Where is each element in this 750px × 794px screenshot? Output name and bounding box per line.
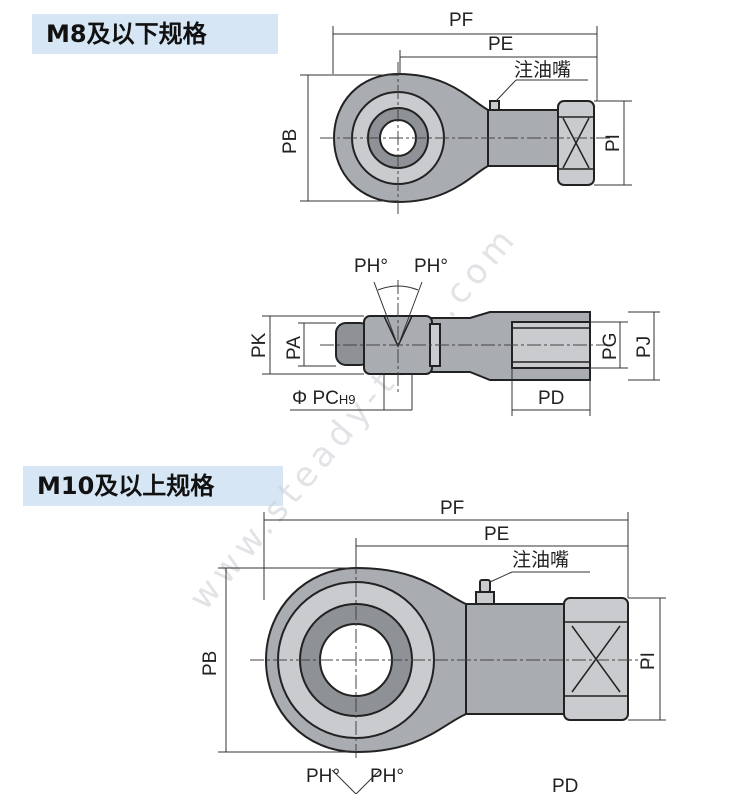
small-top-dimensions: PF PE PB PI 注油嘴 bbox=[280, 10, 632, 202]
small-rod-end-top-view bbox=[320, 62, 610, 214]
label-oil-nipple-small: 注油嘴 bbox=[514, 59, 571, 81]
dim-pe-small: PE bbox=[488, 34, 513, 55]
dim-pi-small: PI bbox=[603, 134, 624, 152]
dim-pf-small: PF bbox=[449, 10, 473, 31]
dim-ph-left-large: PH° bbox=[306, 766, 340, 787]
heading-large-spec: M10及以上规格 bbox=[23, 466, 283, 506]
dim-pi-large: PI bbox=[638, 652, 659, 670]
large-side-view-partial: PH° PH° PD bbox=[306, 766, 578, 794]
dim-pj-small: PJ bbox=[634, 336, 655, 358]
heading-small-spec: M8及以下规格 bbox=[32, 14, 278, 54]
dim-pa-small: PA bbox=[284, 336, 305, 360]
large-rod-end-top-view bbox=[250, 560, 650, 760]
dim-pf-large: PF bbox=[440, 498, 464, 519]
watermark: www.steady-tech.com bbox=[181, 217, 526, 617]
dim-pb-large: PB bbox=[200, 651, 221, 676]
dim-pd-small: PD bbox=[538, 388, 564, 409]
label-oil-nipple-large: 注油嘴 bbox=[512, 549, 569, 571]
dim-pk-small: PK bbox=[249, 332, 270, 358]
dim-pc-small: Φ PCH9 bbox=[292, 388, 355, 409]
dim-pd-large: PD bbox=[552, 776, 578, 794]
dim-ph-right-large: PH° bbox=[370, 766, 404, 787]
dim-ph-right-small: PH° bbox=[414, 256, 448, 277]
large-top-dimensions: PF PE PB PI 注油嘴 bbox=[200, 498, 666, 753]
dim-pg-small: PG bbox=[600, 333, 621, 360]
small-rod-end-side-view bbox=[320, 280, 612, 392]
dim-pb-small: PB bbox=[280, 129, 301, 154]
dim-ph-left-small: PH° bbox=[354, 256, 388, 277]
small-side-dimensions: PH° PH° PK PA Φ PCH9 PD PG PJ bbox=[249, 256, 660, 416]
dim-pe-large: PE bbox=[484, 524, 509, 545]
